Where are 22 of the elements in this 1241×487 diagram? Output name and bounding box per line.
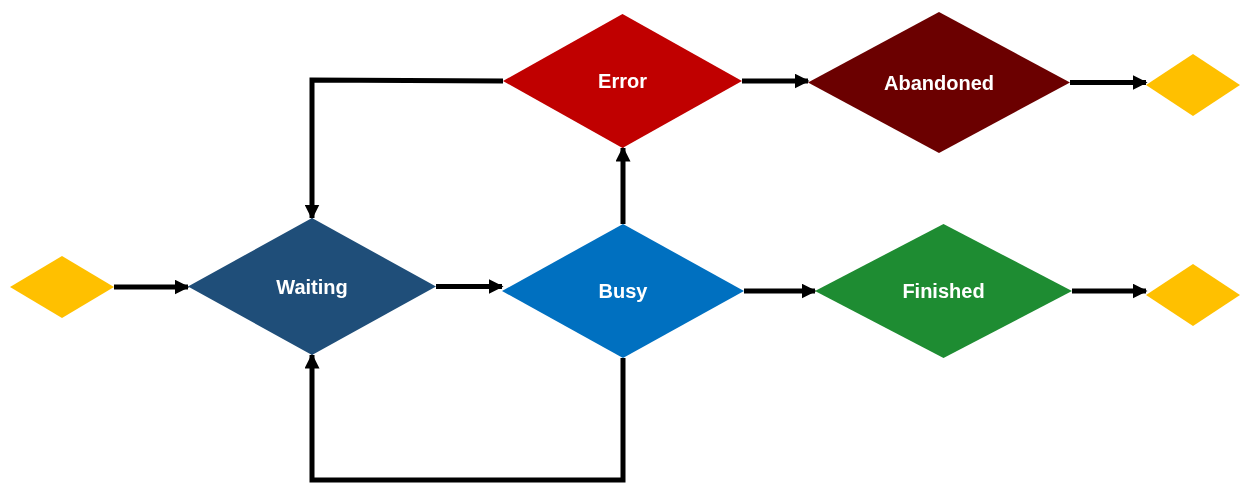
terminal-diamond bbox=[10, 256, 114, 318]
state-label: Error bbox=[598, 69, 647, 93]
arrow bbox=[1072, 283, 1148, 299]
arrow bbox=[436, 279, 504, 294]
terminal-diamond bbox=[1146, 264, 1240, 326]
arrow bbox=[744, 283, 817, 299]
state-diamond bbox=[815, 224, 1072, 358]
state-diamond bbox=[808, 12, 1070, 153]
arrow bbox=[742, 73, 810, 89]
state-diamond bbox=[502, 224, 744, 358]
state-label: Busy bbox=[598, 279, 648, 303]
arrow bbox=[615, 146, 631, 224]
arrow bbox=[114, 279, 190, 295]
state-diamond bbox=[503, 14, 742, 148]
terminal-diamond bbox=[1146, 54, 1240, 116]
state-label: Finished bbox=[902, 279, 985, 303]
arrow bbox=[1070, 75, 1148, 90]
state-label: Waiting bbox=[276, 275, 348, 298]
state-label: Abandoned bbox=[884, 71, 994, 94]
state-diamond bbox=[188, 218, 436, 355]
arrow bbox=[304, 353, 626, 483]
arrow bbox=[304, 77, 503, 220]
